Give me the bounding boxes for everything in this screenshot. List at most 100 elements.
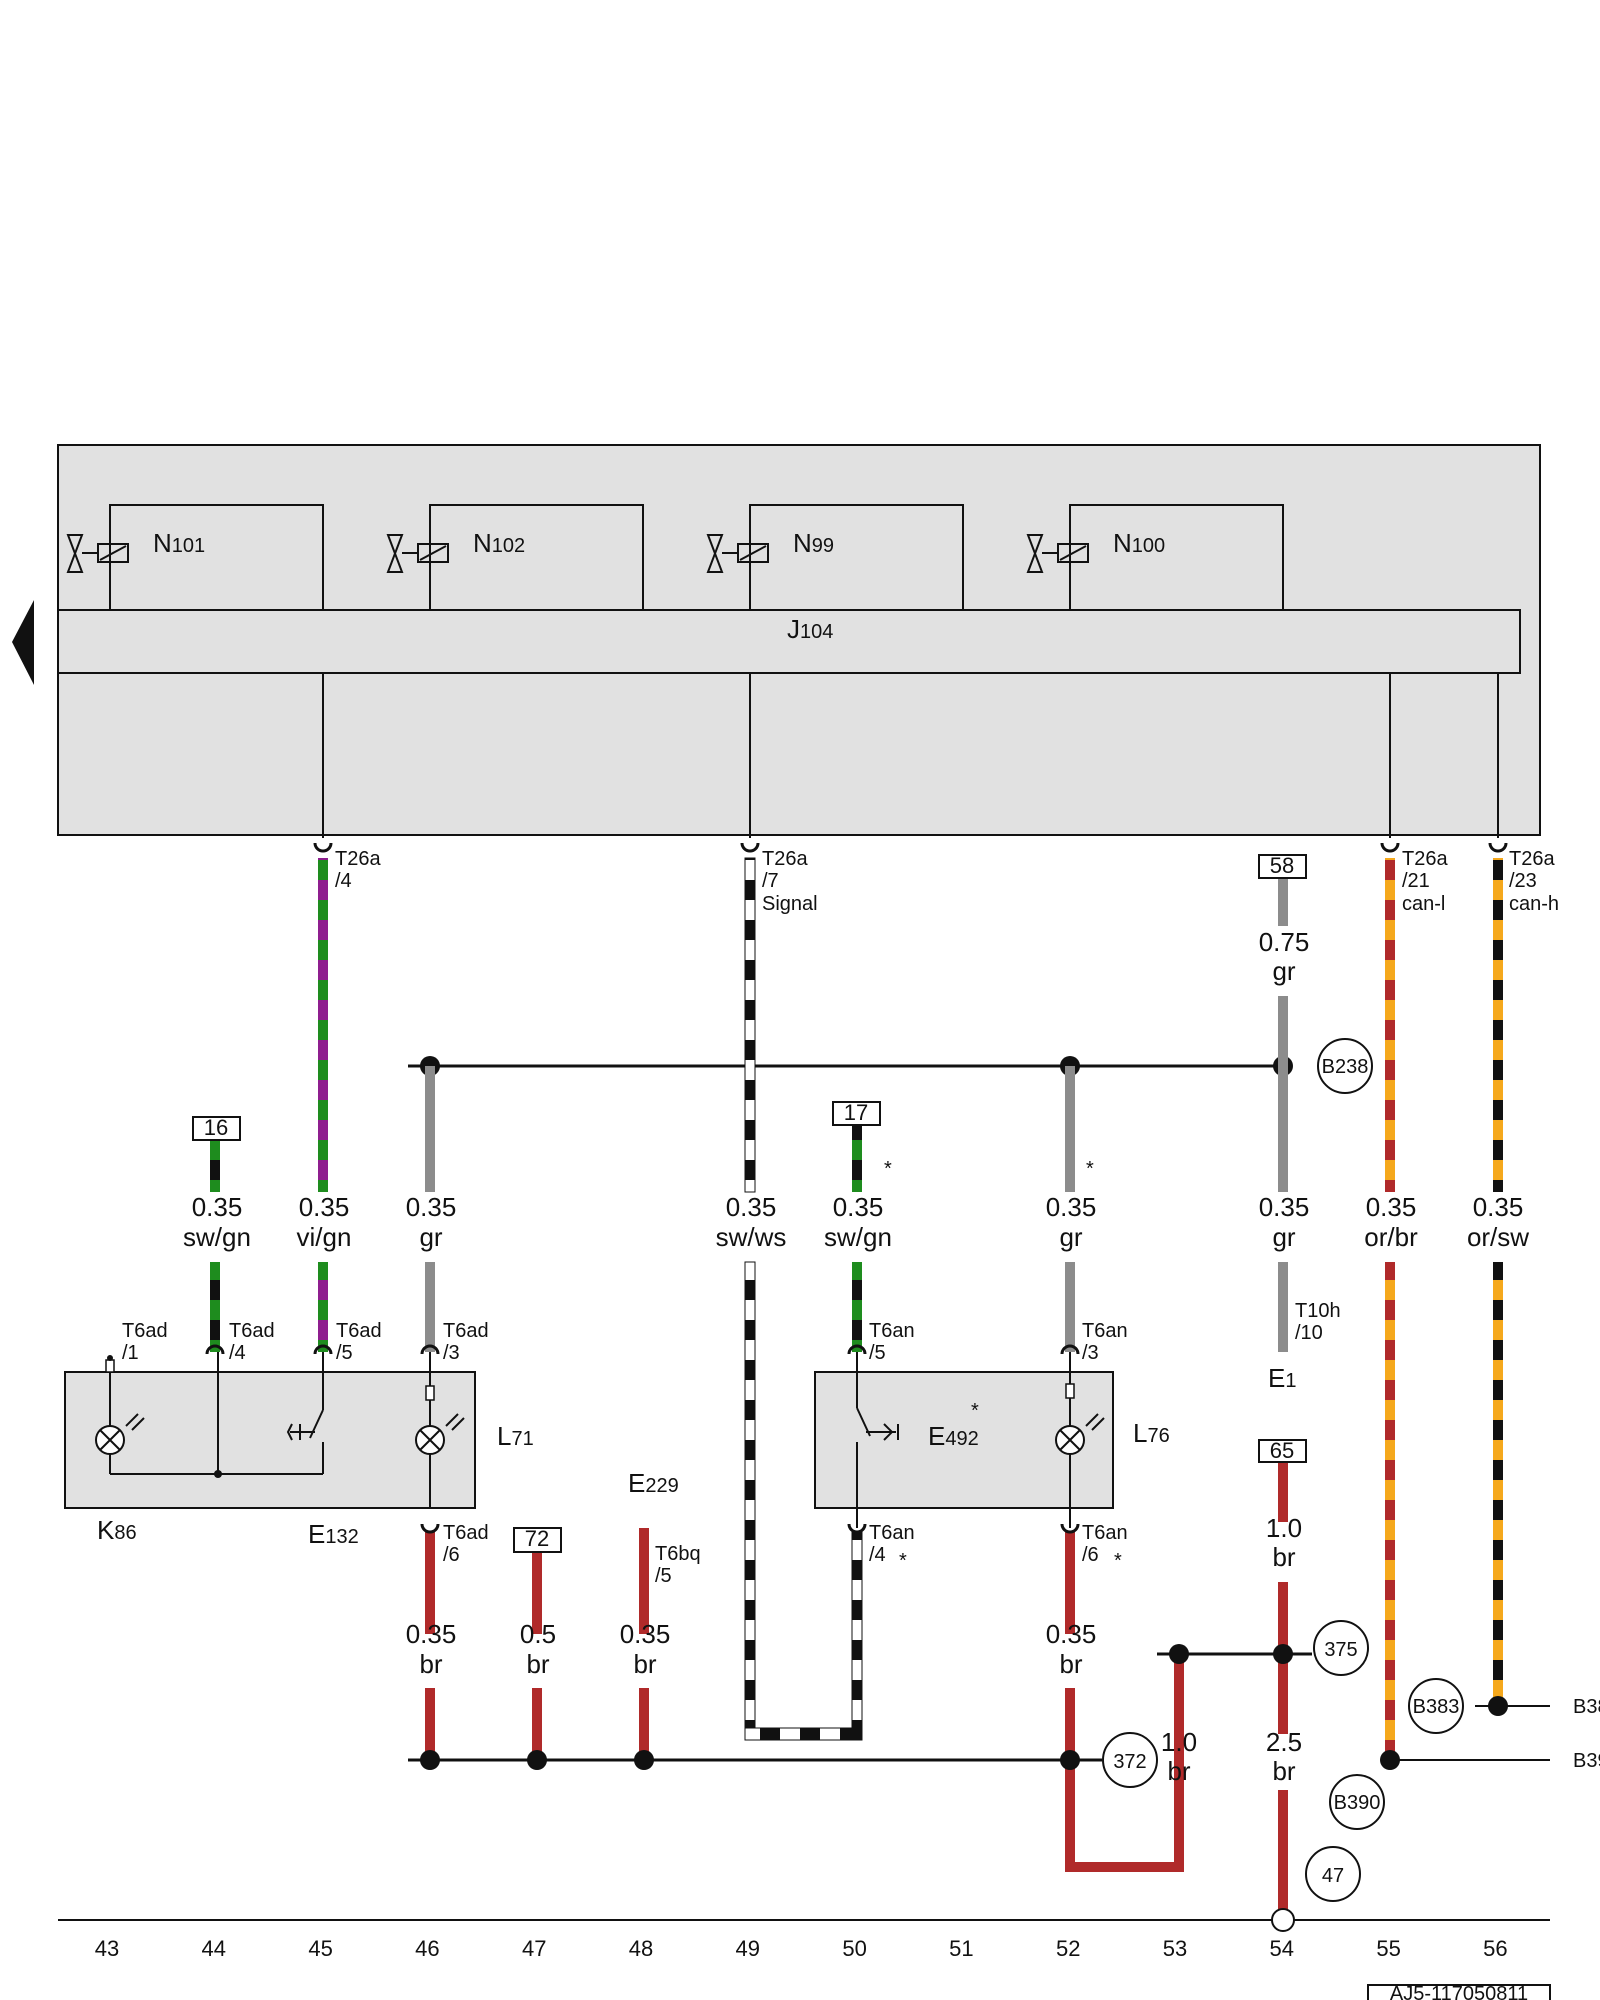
label-e132: E132 — [308, 1519, 359, 1549]
wire-labels: 0.35 sw/gn 0.35 vi/gn 0.35 gr 0.35 sw/ws… — [183, 927, 1529, 1786]
track-number: 54 — [1270, 1936, 1294, 1961]
track-number: 50 — [842, 1936, 866, 1961]
svg-text:372: 372 — [1113, 1751, 1146, 1773]
svg-text:0.75: 0.75 — [1259, 927, 1310, 957]
svg-text:/6: /6 — [1082, 1544, 1099, 1566]
track-number: 46 — [415, 1936, 439, 1961]
svg-text:T26a: T26a — [762, 848, 808, 870]
svg-text:/6: /6 — [443, 1544, 460, 1566]
svg-text:T6ad: T6ad — [443, 1320, 489, 1342]
continuation-arrow — [12, 600, 34, 685]
label-l76: L76 — [1133, 1418, 1170, 1448]
svg-text:72: 72 — [525, 1526, 549, 1551]
svg-text:br: br — [1059, 1649, 1082, 1679]
label-e492: E492 — [928, 1421, 979, 1451]
svg-text:br: br — [419, 1649, 442, 1679]
svg-text:0.35: 0.35 — [833, 1192, 884, 1222]
valve-n102: N102 — [386, 504, 644, 610]
track-number: 49 — [736, 1936, 760, 1961]
svg-text:T6ad: T6ad — [122, 1320, 168, 1342]
svg-text:/7: /7 — [762, 870, 779, 892]
svg-text:0.5: 0.5 — [520, 1619, 556, 1649]
svg-text:T6ad: T6ad — [443, 1522, 489, 1544]
wire-54 — [1278, 878, 1288, 1352]
track-number: 44 — [202, 1936, 226, 1961]
label-e229: E229 — [628, 1468, 679, 1498]
svg-text:T26a: T26a — [1402, 848, 1448, 870]
valve-n100: N100 — [1026, 504, 1284, 610]
svg-text:0.35: 0.35 — [1366, 1192, 1417, 1222]
svg-text:/4: /4 — [229, 1342, 246, 1364]
svg-text:T6an: T6an — [869, 1522, 915, 1544]
valve-n101: N101 — [66, 504, 324, 610]
ref-box-58: 58 — [1258, 853, 1307, 879]
svg-text:65: 65 — [1270, 1438, 1294, 1463]
svg-text:*: * — [899, 1550, 907, 1572]
svg-text:Signal: Signal — [762, 893, 818, 915]
control-module-j104: J104 — [12, 444, 1541, 836]
junction-b383: B383 — [1408, 1678, 1464, 1734]
svg-text:N99: N99 — [793, 528, 834, 558]
track-number: 56 — [1483, 1936, 1507, 1961]
wire-55 — [1385, 858, 1395, 1760]
svg-text:/4: /4 — [335, 870, 352, 892]
svg-text:br: br — [1272, 1542, 1295, 1572]
svg-text:0.35: 0.35 — [1046, 1192, 1097, 1222]
svg-text:/5: /5 — [869, 1342, 886, 1364]
svg-text:0.35: 0.35 — [726, 1192, 777, 1222]
wire-44 — [210, 1140, 220, 1352]
svg-text:/10: /10 — [1295, 1322, 1323, 1344]
svg-text:T26a: T26a — [1509, 848, 1555, 870]
svg-text:/23: /23 — [1509, 870, 1537, 892]
module-internal-lines — [322, 673, 1499, 838]
wire-56 — [1493, 858, 1503, 1706]
svg-text:T6ad: T6ad — [229, 1320, 275, 1342]
ref-box-16: 16 — [192, 1115, 241, 1141]
svg-text:17: 17 — [844, 1100, 868, 1125]
svg-text:gr: gr — [1272, 1222, 1295, 1252]
svg-text:N100: N100 — [1113, 528, 1165, 558]
svg-text:T6an: T6an — [1082, 1522, 1128, 1544]
label-k86: K86 — [97, 1515, 137, 1545]
label-l71: L71 — [497, 1421, 534, 1451]
connector-labels: T26a /4 T26a /7 Signal T26a /21 can-l T2… — [122, 848, 1559, 1587]
svg-text:gr: gr — [419, 1222, 442, 1252]
svg-text:0.35: 0.35 — [299, 1192, 350, 1222]
diagram-id: AJ5-117050811 — [1367, 1983, 1551, 2000]
edge-label-b383: B38 — [1573, 1696, 1600, 1718]
track-number: 45 — [308, 1936, 332, 1961]
junction-375: 375 — [1313, 1620, 1369, 1676]
svg-text:/1: /1 — [122, 1342, 139, 1364]
svg-text:B383: B383 — [1413, 1696, 1460, 1718]
ground-47: 47 — [1305, 1846, 1361, 1902]
svg-text:58: 58 — [1270, 853, 1294, 878]
component-box-l71 — [64, 1352, 476, 1509]
svg-text:T6ad: T6ad — [336, 1320, 382, 1342]
svg-text:/4: /4 — [869, 1544, 886, 1566]
svg-text:*: * — [1114, 1550, 1122, 1572]
svg-text:47: 47 — [1322, 1865, 1344, 1887]
track-number: 51 — [949, 1936, 973, 1961]
label-j104: J104 — [787, 614, 833, 644]
svg-text:0.35: 0.35 — [620, 1619, 671, 1649]
svg-text:AJ5-117050811: AJ5-117050811 — [1390, 1983, 1528, 2000]
connector-pins — [205, 842, 1508, 1534]
svg-text:0.35: 0.35 — [406, 1192, 457, 1222]
svg-text:T6bq: T6bq — [655, 1543, 701, 1565]
junction-b390: B390 — [1329, 1774, 1385, 1830]
svg-text:N102: N102 — [473, 528, 525, 558]
svg-text:0.35: 0.35 — [406, 1619, 457, 1649]
svg-text:0.35: 0.35 — [1259, 1192, 1310, 1222]
svg-text:T26a: T26a — [335, 848, 381, 870]
svg-text:1.0: 1.0 — [1161, 1727, 1197, 1757]
svg-text:375: 375 — [1324, 1639, 1357, 1661]
svg-text:0.35: 0.35 — [192, 1192, 243, 1222]
svg-text:br: br — [1272, 1756, 1295, 1786]
svg-text:16: 16 — [204, 1115, 228, 1140]
svg-text:0.35: 0.35 — [1473, 1192, 1524, 1222]
track-number: 53 — [1163, 1936, 1187, 1961]
svg-text:B238: B238 — [1322, 1056, 1369, 1078]
svg-text:/5: /5 — [655, 1565, 672, 1587]
track-number: 48 — [629, 1936, 653, 1961]
